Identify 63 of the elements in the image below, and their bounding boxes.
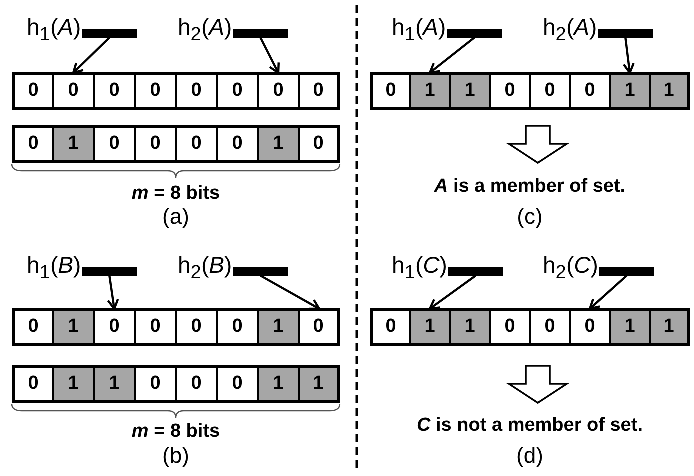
arrow xyxy=(588,274,628,310)
bit-cell: 1 xyxy=(650,308,690,346)
bit-cell: 1 xyxy=(53,365,94,403)
panel-label: (d) xyxy=(516,443,544,469)
arrow xyxy=(72,37,110,74)
bit-cell: 0 xyxy=(94,308,135,346)
arrow xyxy=(260,37,280,74)
arrow xyxy=(107,276,120,310)
arrow xyxy=(428,36,476,74)
bit-cell: 0 xyxy=(217,72,258,110)
bit-cell: 0 xyxy=(176,365,217,403)
bit-cell: 1 xyxy=(610,308,650,346)
bit-cell: 1 xyxy=(53,308,94,346)
bit-cell: 1 xyxy=(94,365,135,403)
hash-function-label: h$_{1}$(C) xyxy=(392,252,448,278)
hash-function-label: h$_{2}$(A) xyxy=(543,14,598,40)
panel-label: (b) xyxy=(162,443,190,469)
caption-text: A is a member of set. xyxy=(434,176,626,198)
bit-cell: 0 xyxy=(53,72,94,110)
bit-cell: 0 xyxy=(530,72,570,110)
bit-cell: 1 xyxy=(450,308,490,346)
bit-cell: 0 xyxy=(217,365,258,403)
bit-cell: 1 xyxy=(53,125,94,163)
bit-cell: 0 xyxy=(94,125,135,163)
hash-function-label: h$_{1}$(A) xyxy=(27,14,82,40)
bit-cell: 0 xyxy=(570,72,610,110)
bit-cell: 0 xyxy=(490,308,530,346)
bit-cell: 0 xyxy=(217,308,258,346)
bit-cell: 0 xyxy=(135,308,176,346)
bit-cell: 0 xyxy=(570,308,610,346)
bit-cell: 0 xyxy=(176,308,217,346)
bit-cell: 0 xyxy=(490,72,530,110)
hash-function-label: h$_{2}$(A) xyxy=(178,14,232,40)
panel-label: (a) xyxy=(162,204,190,230)
bit-cell: 1 xyxy=(299,365,340,403)
panel-label: (c) xyxy=(517,204,543,230)
bit-cell: 0 xyxy=(135,72,176,110)
bit-cell: 0 xyxy=(258,72,299,110)
bit-cell: 1 xyxy=(258,308,299,346)
bit-cell: 1 xyxy=(450,72,490,110)
bit-cell: 1 xyxy=(650,72,690,110)
hash-function-label: h$_{1}$(A) xyxy=(392,14,446,40)
bit-cell: 1 xyxy=(610,72,650,110)
bit-cell: 0 xyxy=(217,125,258,163)
bit-cell: 0 xyxy=(135,365,176,403)
hash-function-label: h$_{2}$(C) xyxy=(543,252,598,278)
hash-function-label: h$_{2}$(B) xyxy=(178,252,232,278)
caption-text: C is not a member of set. xyxy=(417,415,643,437)
bit-cell: 0 xyxy=(176,72,217,110)
arrow xyxy=(622,38,635,74)
caption-text: m = 8 bits xyxy=(132,421,220,443)
bit-cell: 1 xyxy=(410,308,450,346)
bit-cell: 1 xyxy=(258,125,299,163)
bit-cell: 0 xyxy=(94,72,135,110)
bit-cell: 1 xyxy=(258,365,299,403)
bit-cell: 0 xyxy=(176,125,217,163)
arrow xyxy=(428,274,477,310)
bit-cell: 1 xyxy=(410,72,450,110)
caption-text: m = 8 bits xyxy=(132,183,220,205)
bit-cell: 0 xyxy=(135,125,176,163)
bit-cell: 0 xyxy=(530,308,570,346)
hash-function-label: h$_{1}$(B) xyxy=(27,252,82,278)
arrow xyxy=(260,274,321,310)
